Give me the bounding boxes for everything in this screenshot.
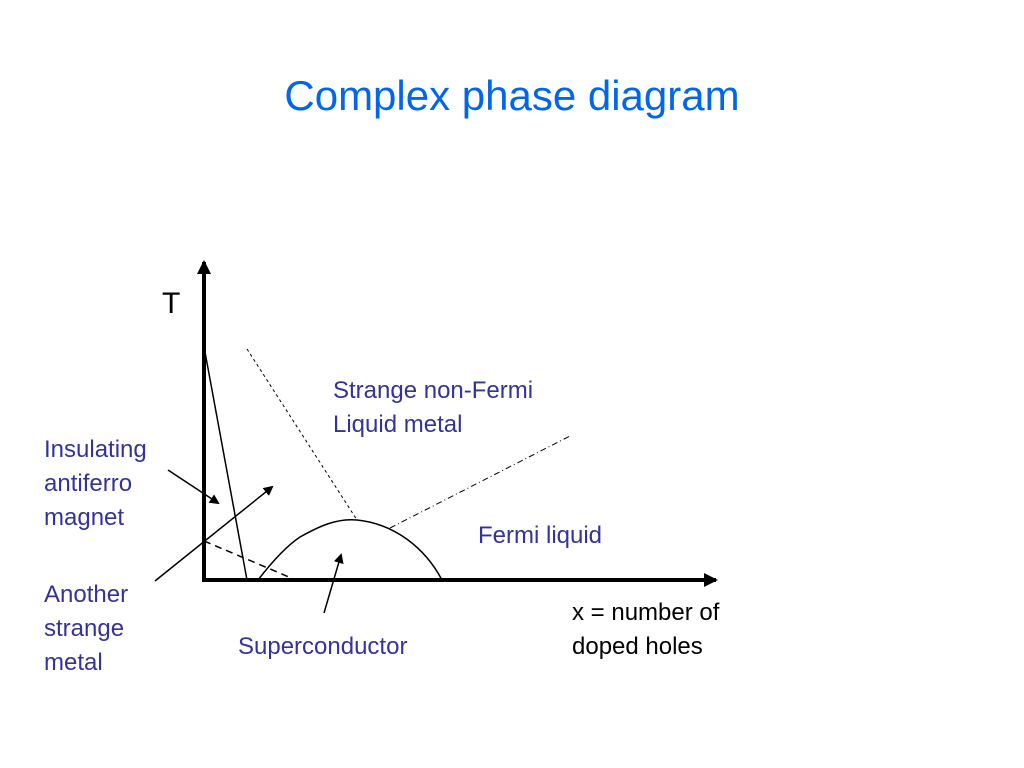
antiferromagnet-boundary xyxy=(204,351,248,581)
insulating-label-line2: antiferro xyxy=(44,470,133,497)
insulating-label-line3: magnet xyxy=(44,504,125,531)
superconducting-dome xyxy=(257,518,443,581)
another-metal-label-line3: metal xyxy=(44,649,103,676)
strange-metal-label-line2: Liquid metal xyxy=(333,411,463,438)
another-metal-label-line1: Another xyxy=(44,581,129,608)
insulating-label-line1: Insulating xyxy=(44,436,147,463)
strange-metal-label-line1: Strange non-Fermi xyxy=(333,377,534,404)
arrow-another-metal xyxy=(154,485,274,582)
lower-dashed-line xyxy=(203,540,297,581)
slide-title: Complex phase diagram xyxy=(284,72,740,119)
fermi-liquid-label: Fermi liquid xyxy=(478,522,603,549)
another-metal-label-line2: strange xyxy=(44,615,125,642)
y-axis-label: T xyxy=(162,287,181,320)
arrow-superconductor xyxy=(323,553,344,614)
fermi-liquid-crossover-line xyxy=(389,435,571,529)
crossover-dashed-line xyxy=(246,348,358,521)
superconductor-label: Superconductor xyxy=(238,633,408,660)
x-axis-label-line1: x = number of xyxy=(572,599,720,626)
x-axis-label-line2: doped holes xyxy=(572,633,703,660)
arrow-insulating xyxy=(167,469,220,505)
